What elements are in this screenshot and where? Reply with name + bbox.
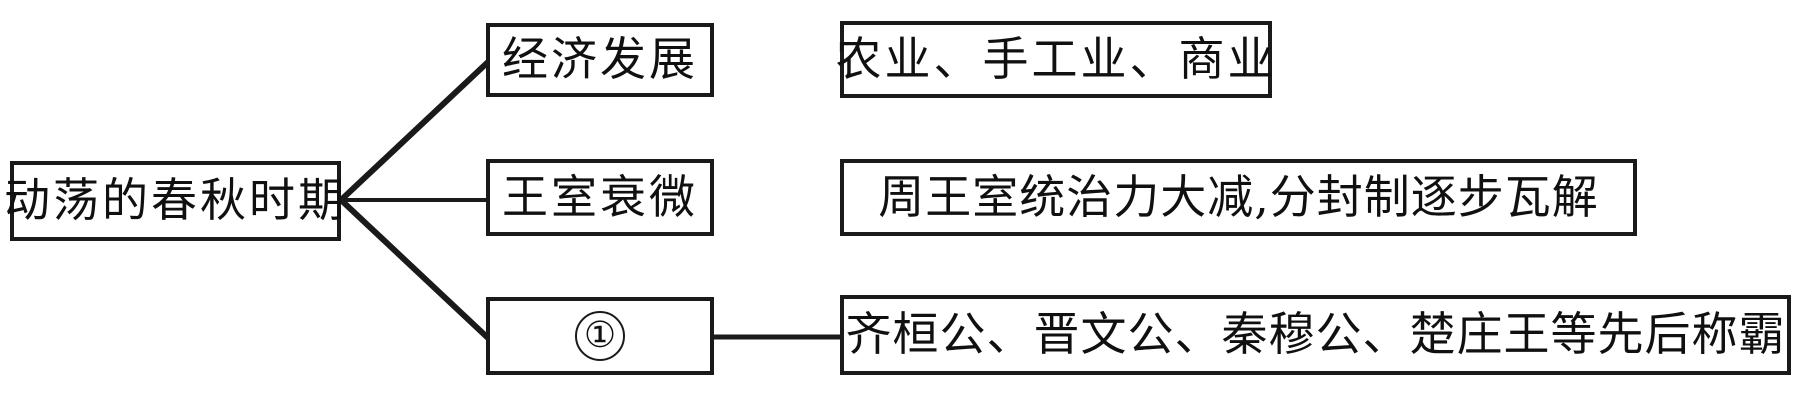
branch-node-1-label: 王室衰微 <box>502 169 698 224</box>
branch-node-royal-decline: 王室衰微 <box>486 159 714 236</box>
branch-node-0-label: 经济发展 <box>502 32 698 86</box>
circled-number-1-icon: ① <box>575 311 625 361</box>
root-node: 动荡的春秋时期 <box>4 161 344 241</box>
detail-node-1-label: 周王室统治力大减,分封制逐步瓦解 <box>878 169 1599 224</box>
root-node-label: 动荡的春秋时期 <box>4 173 347 227</box>
detail-node-2-label: 齐桓公、晋文公、秦穆公、楚庄王等先后称霸 <box>845 307 1786 361</box>
detail-node-0-label: 农业、手工业、商业 <box>835 31 1277 86</box>
connector-root-to-branch-0 <box>338 59 491 203</box>
branch-node-blank-answer: ① <box>486 297 714 375</box>
detail-node-hegemons-text: 齐桓公、晋文公、秦穆公、楚庄王等先后称霸 <box>840 295 1791 375</box>
connector-root-to-branch-2 <box>338 197 491 341</box>
branch-node-economic-development: 经济发展 <box>486 23 714 97</box>
detail-node-royal-decline-text: 周王室统治力大减,分封制逐步瓦解 <box>840 159 1637 236</box>
detail-node-economic-sectors: 农业、手工业、商业 <box>836 21 1274 98</box>
